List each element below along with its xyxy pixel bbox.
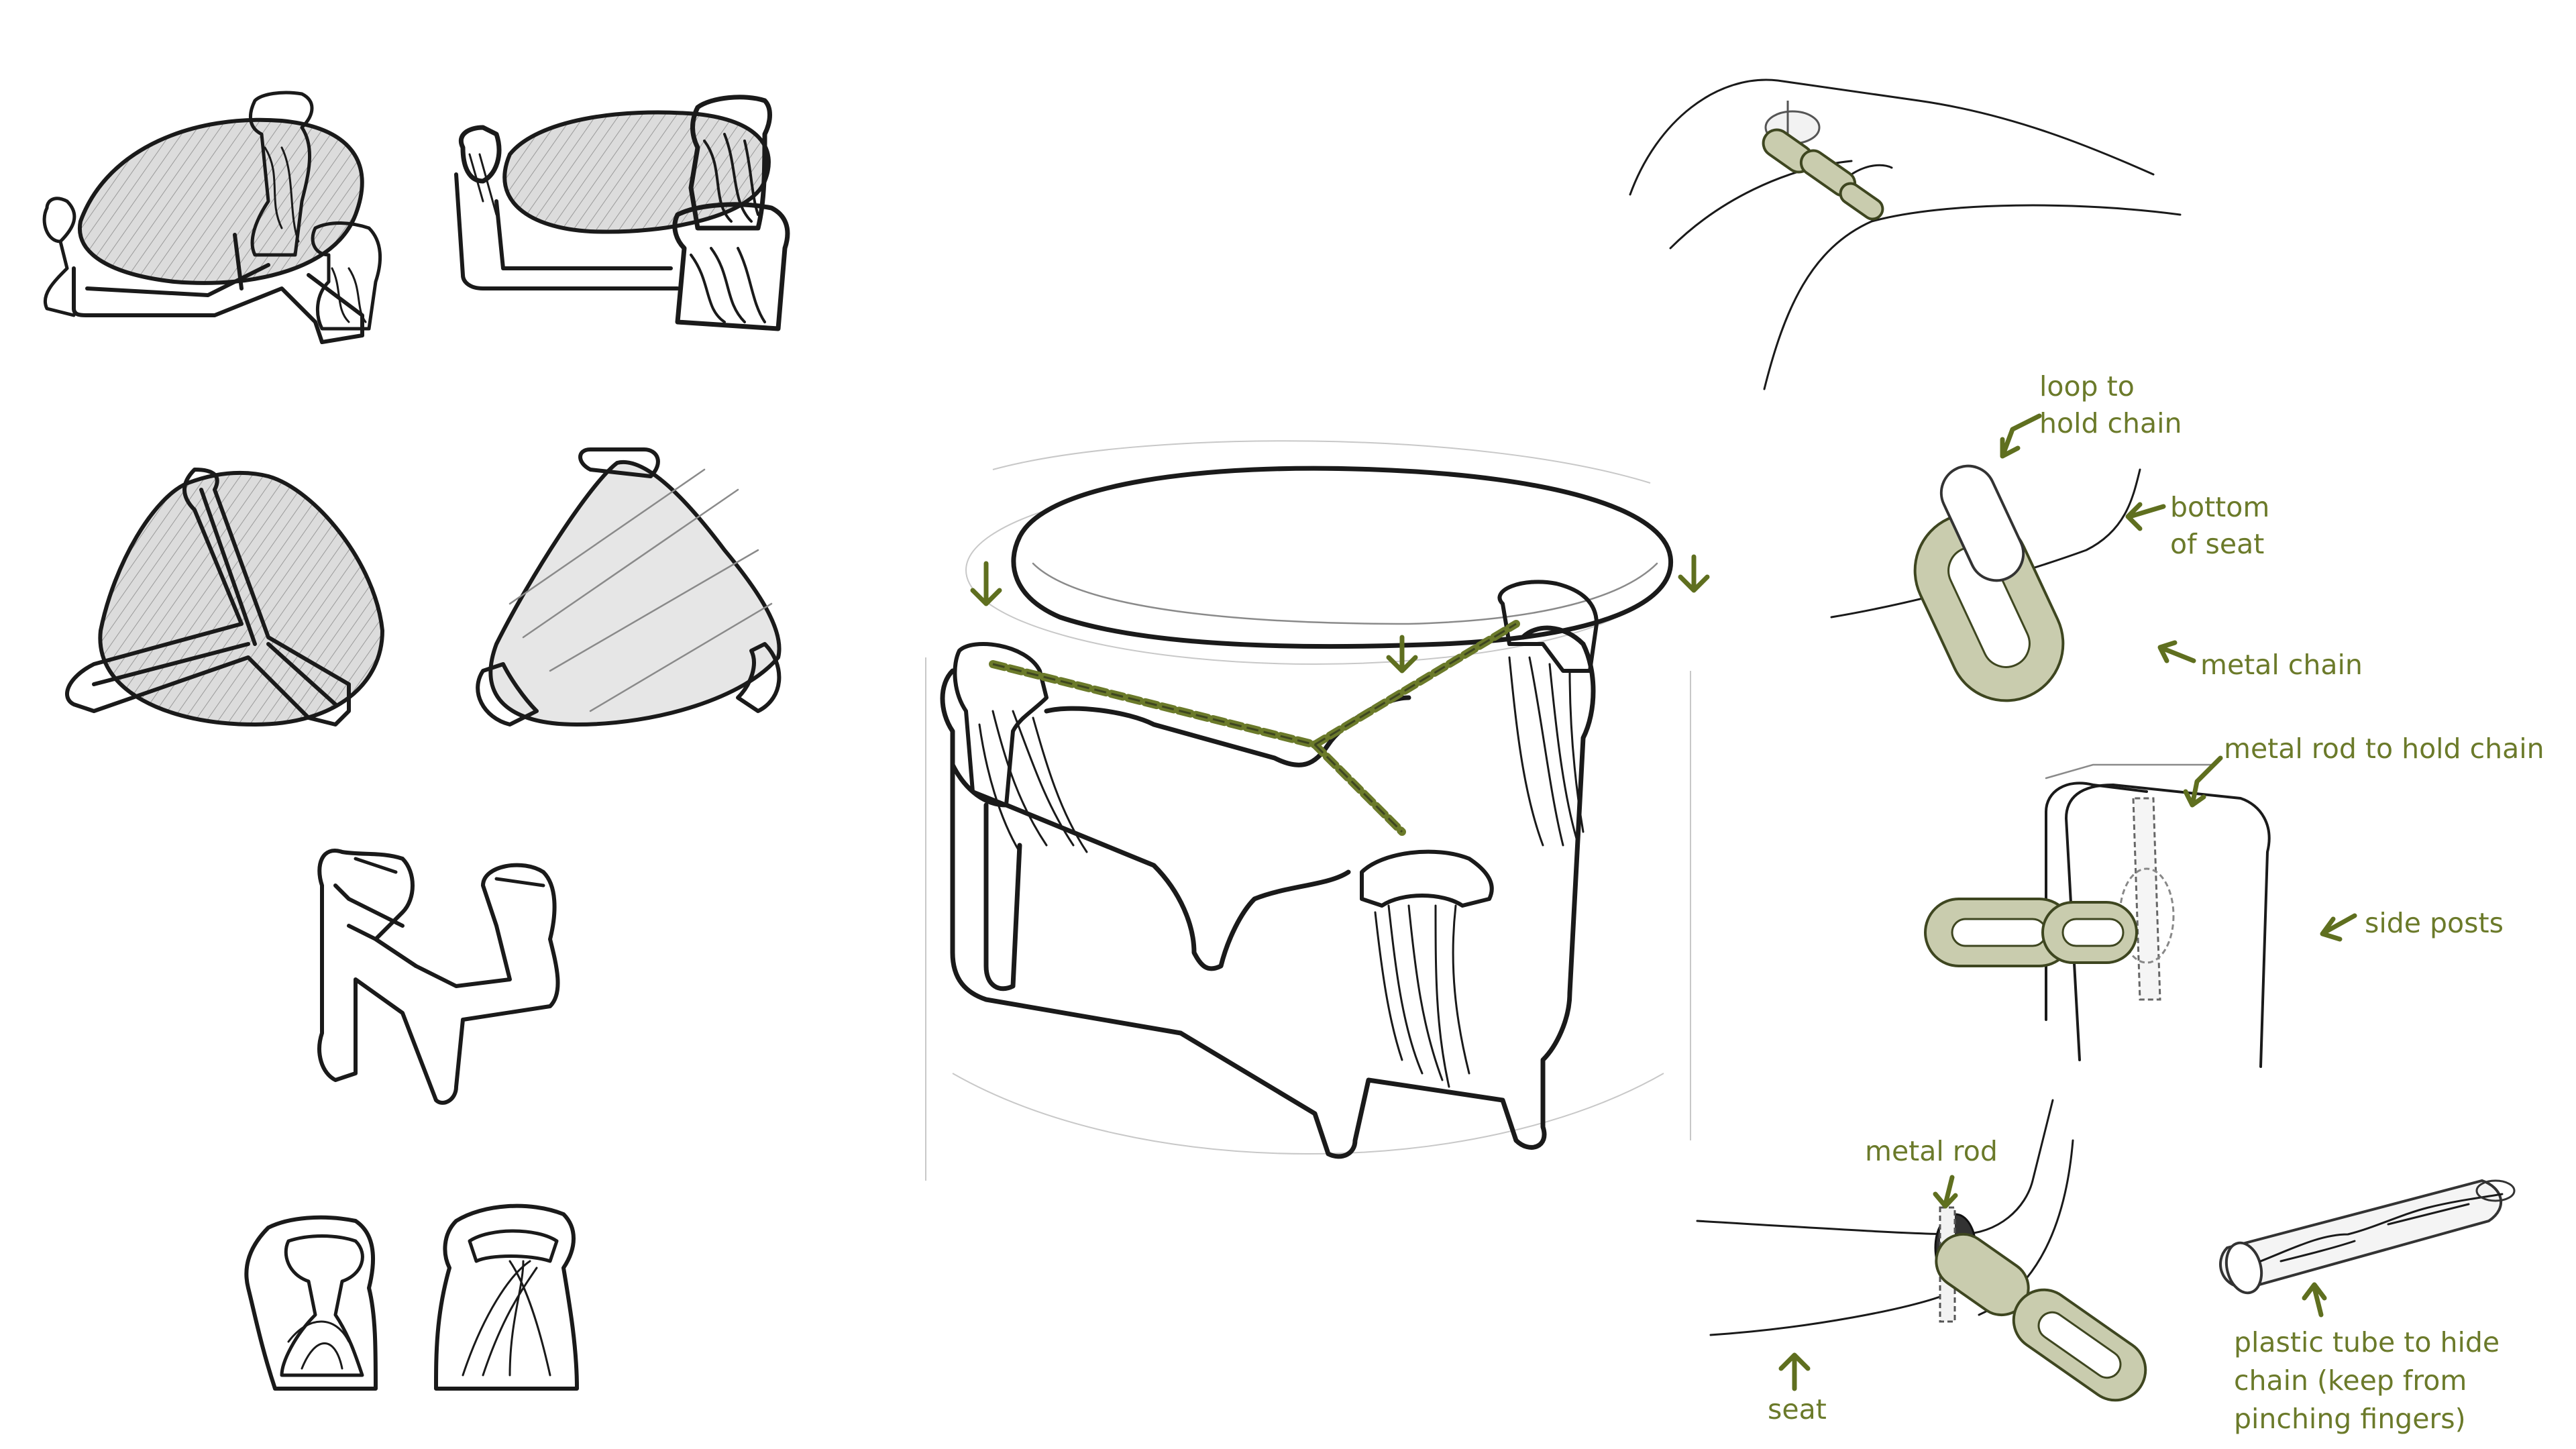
label-seat: seat bbox=[1768, 1393, 1827, 1426]
label-bottom-of-seat-line2: of seat bbox=[2170, 528, 2264, 560]
sketch-top-view-2 bbox=[476, 447, 782, 727]
detail-side-post bbox=[1924, 755, 2357, 1068]
label-bottom-of-seat-line1: bottom bbox=[2170, 491, 2269, 523]
label-metal-chain: metal chain bbox=[2200, 649, 2363, 681]
sketch-frame-outline bbox=[317, 849, 560, 1105]
label-metal-rod: metal rod bbox=[1865, 1135, 1998, 1167]
label-plastic-tube-line2: chain (keep from bbox=[2234, 1364, 2467, 1397]
detail-metal-rod-seat bbox=[1696, 1099, 2147, 1402]
label-side-posts: side posts bbox=[2365, 907, 2504, 939]
label-plastic-tube-line1: plastic tube to hide bbox=[2234, 1326, 2500, 1358]
main-table-sketch bbox=[925, 440, 1710, 1181]
sketch-perspective-2 bbox=[454, 95, 790, 331]
label-loop-line2: hold chain bbox=[2039, 407, 2182, 439]
arrow-right bbox=[1678, 554, 1710, 593]
detail-plastic-tube bbox=[2219, 1179, 2516, 1318]
sketch-leg-profiles bbox=[244, 1203, 579, 1391]
label-loop-line1: loop to bbox=[2039, 370, 2135, 402]
label-plastic-tube-line3: pinching fingers) bbox=[2234, 1403, 2466, 1435]
label-metal-rod-hold-chain: metal rod to hold chain bbox=[2224, 733, 2544, 765]
arrow-left bbox=[970, 561, 1002, 606]
arrow-center bbox=[1386, 635, 1418, 674]
detail-loop-chain bbox=[1830, 413, 2196, 702]
sketch-perspective-1 bbox=[42, 91, 382, 344]
annotation-labels: loop to hold chain bottom of seat metal … bbox=[1768, 370, 2544, 1435]
sketch-top-view-1 bbox=[65, 468, 385, 727]
detail-seat-underside bbox=[1629, 78, 2182, 390]
